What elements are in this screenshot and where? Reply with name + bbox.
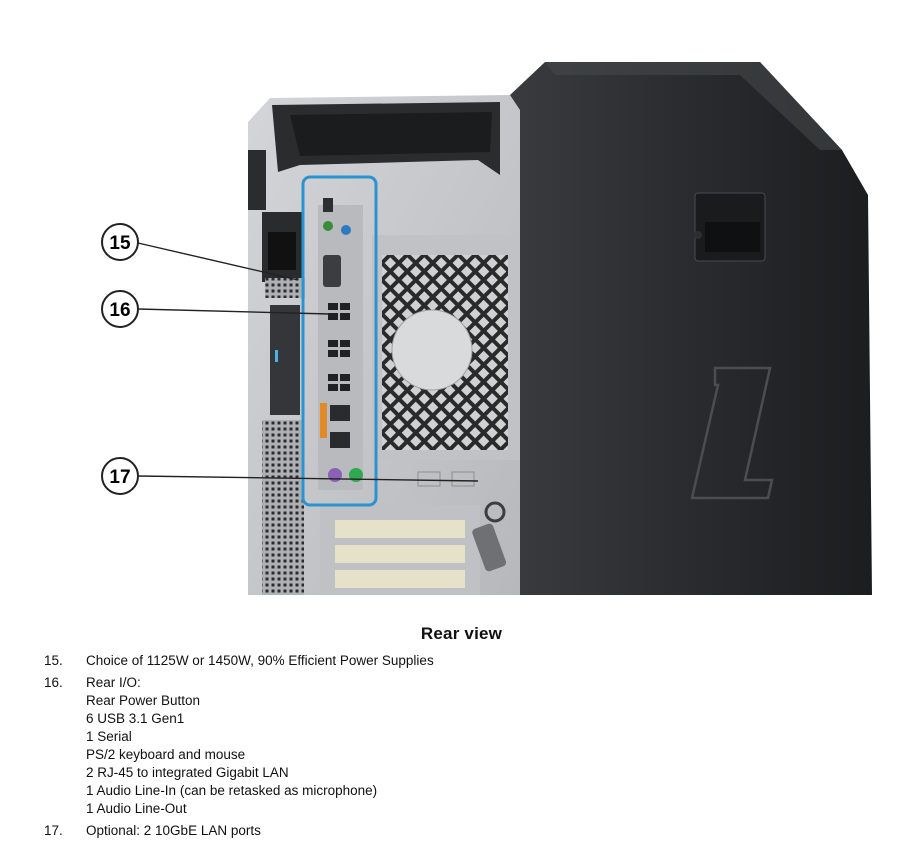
rear-panel	[248, 95, 520, 595]
list-item: 16. Rear I/O: Rear Power Button 6 USB 3.…	[44, 674, 904, 818]
sub-item: 1 Audio Line-Out	[86, 801, 187, 816]
item-text: Rear I/O:	[86, 675, 141, 690]
sub-item: Rear Power Button	[86, 693, 201, 708]
sub-item: 1 Audio Line-In (can be retasked as micr…	[86, 783, 378, 798]
figure-caption: Rear view	[420, 624, 503, 643]
callout-17-label: 17	[109, 467, 130, 488]
sub-item: 2 RJ-45 to integrated Gigabit LAN	[86, 765, 289, 780]
list-item: 15. Choice of 1125W or 1450W, 90% Effici…	[44, 652, 904, 670]
callout-15: 15	[101, 223, 299, 281]
feature-list: 15. Choice of 1125W or 1450W, 90% Effici…	[44, 652, 904, 844]
item-number: 16.	[44, 675, 63, 690]
rear-io-highlight	[301, 175, 378, 507]
item-number: 15.	[44, 653, 63, 668]
list-item: 17. Optional: 2 10GbE LAN ports	[44, 822, 904, 840]
rear-view-illustration: 15 16 17	[101, 62, 872, 595]
sub-item: 6 USB 3.1 Gen1	[86, 711, 185, 726]
item-text: Optional: 2 10GbE LAN ports	[86, 823, 261, 838]
callout-17: 17	[101, 457, 479, 495]
item-number: 17.	[44, 823, 63, 838]
sub-item: 1 Serial	[86, 729, 132, 744]
chassis-side-panel	[510, 62, 872, 595]
item-text: Choice of 1125W or 1450W, 90% Efficient …	[86, 653, 434, 668]
sub-item: PS/2 keyboard and mouse	[86, 747, 246, 762]
z-logo-icon	[690, 366, 774, 500]
callout-15-label: 15	[109, 233, 131, 254]
callout-16-label: 16	[109, 300, 130, 321]
callout-16: 16	[101, 290, 331, 328]
rear-io-ports	[301, 175, 475, 507]
